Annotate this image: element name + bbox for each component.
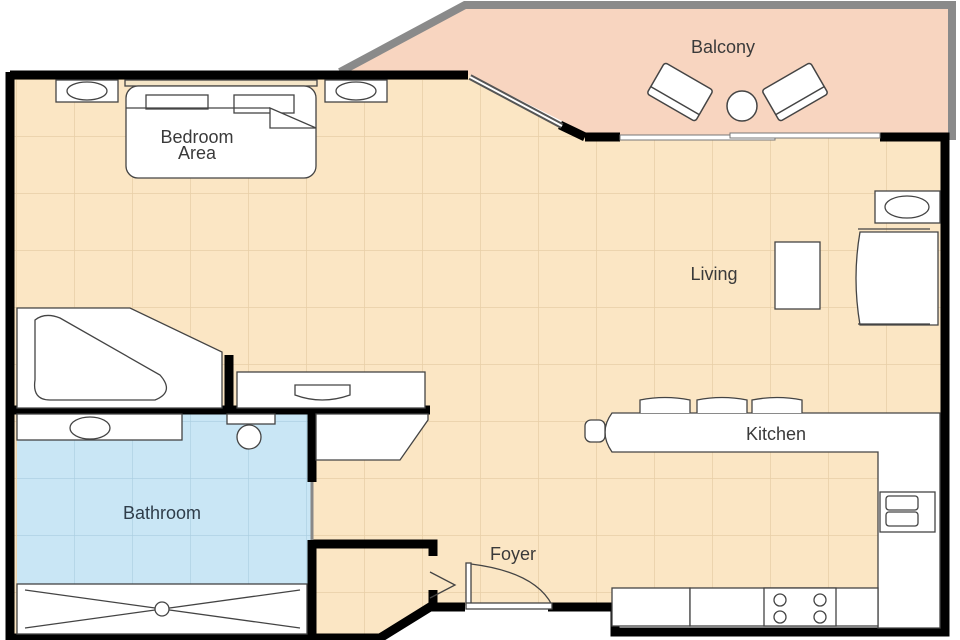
kitchen-counters [584, 396, 941, 629]
bathroom-label: Bathroom [123, 503, 201, 523]
bedroom-label-line2: Area [178, 143, 217, 163]
bedroom-label-line1: Bedroom [160, 127, 233, 147]
balcony-furniture [647, 62, 828, 122]
living-furniture [774, 190, 941, 326]
foyer-label: Foyer [490, 544, 536, 564]
balcony-sliding-door[interactable] [619, 132, 881, 141]
balcony-label: Balcony [691, 37, 755, 57]
living-label: Living [690, 264, 737, 284]
bay-window [468, 74, 564, 129]
bedroom-furniture [55, 79, 388, 179]
bathroom-floor [17, 414, 312, 584]
bath-fixtures [16, 307, 429, 635]
kitchen-label: Kitchen [746, 424, 806, 444]
walls [5, 70, 950, 640]
entry-door[interactable] [429, 562, 553, 610]
